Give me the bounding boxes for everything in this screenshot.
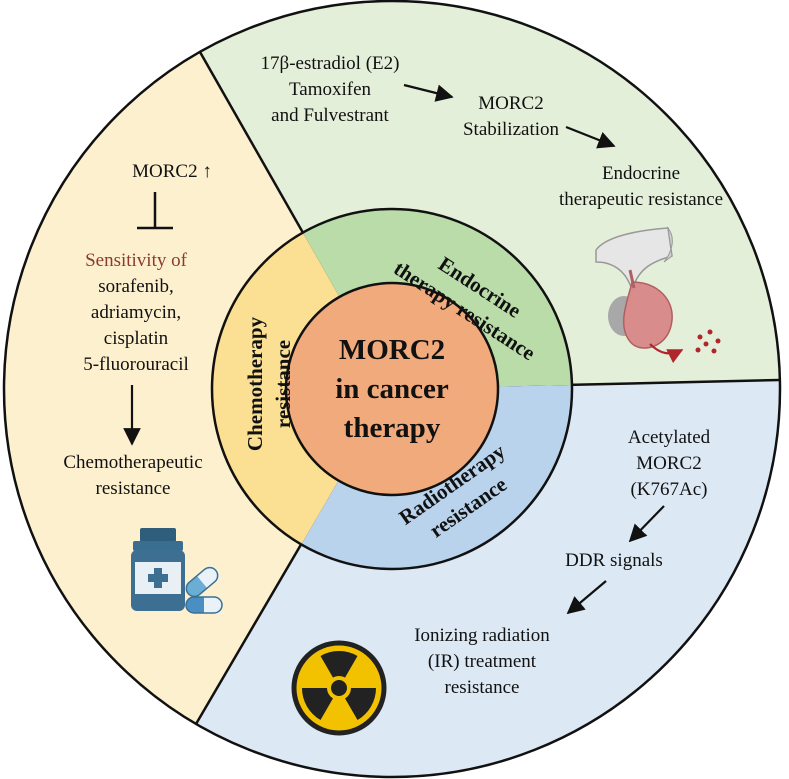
radiation-icon xyxy=(291,640,387,736)
acetylated-2: MORC2 xyxy=(636,453,701,474)
drug-1: sorafenib, xyxy=(98,276,173,297)
center-line-2: in cancer xyxy=(335,373,449,405)
stabilization-2: Stabilization xyxy=(463,119,560,140)
chemo-result-2: resistance xyxy=(96,478,171,499)
stabilization-arrow xyxy=(565,125,616,149)
radio-result-1: Ionizing radiation xyxy=(414,625,550,646)
capsule-icon xyxy=(185,564,223,614)
endocrine-result-2: therapeutic resistance xyxy=(559,189,723,210)
center-line-3: therapy xyxy=(344,412,441,444)
morc2-up-label: MORC2 ↑ xyxy=(132,161,212,182)
chemo-result-1: Chemotherapeutic xyxy=(63,452,202,473)
agents-arrow xyxy=(403,83,454,102)
center-circle xyxy=(284,281,500,497)
medicine-bottle-icon xyxy=(131,528,185,611)
radio-result-3: resistance xyxy=(445,677,520,698)
center-line-1: MORC2 xyxy=(339,334,445,366)
endocrine-result-1: Endocrine xyxy=(602,163,680,184)
agent-3: and Fulvestrant xyxy=(271,105,389,126)
acetylated-3: (K767Ac) xyxy=(630,479,707,500)
drug-4: 5-fluorouracil xyxy=(83,354,189,375)
ddr-signals-label: DDR signals xyxy=(565,550,663,571)
agent-2: Tamoxifen xyxy=(289,79,372,100)
ddr-arrow xyxy=(566,580,607,615)
sensitivity-label: Sensitivity of xyxy=(85,250,188,271)
chemo-ring-label-1: Chemotherapy xyxy=(243,316,267,451)
chemo-ring-label-2: resistance xyxy=(271,340,295,428)
acetylated-1: Acetylated xyxy=(628,427,711,448)
drug-3: cisplatin xyxy=(104,328,169,349)
drug-2: adriamycin, xyxy=(91,302,181,323)
uterus-icon xyxy=(595,226,721,364)
agent-1: 17β-estradiol (E2) xyxy=(261,53,400,74)
acetylated-arrow xyxy=(628,505,665,543)
radio-result-2: (IR) treatment xyxy=(428,651,537,672)
stabilization-1: MORC2 xyxy=(478,93,543,114)
